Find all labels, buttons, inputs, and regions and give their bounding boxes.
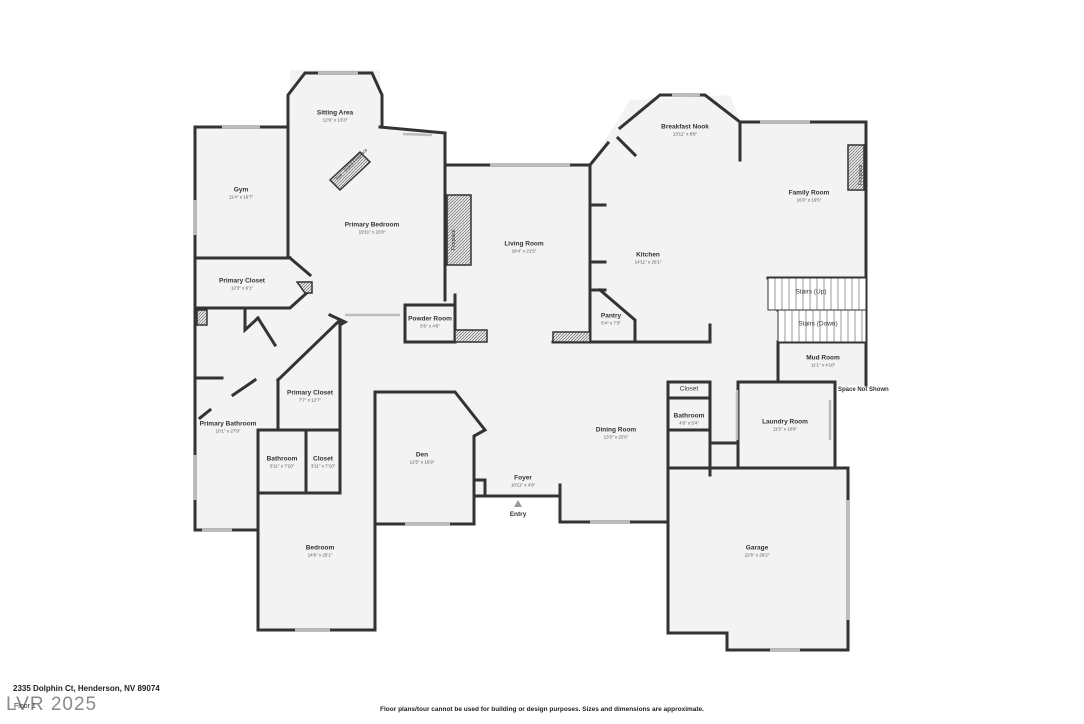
room-dims: 13'3" x 22'6" xyxy=(603,434,629,440)
room-laundry-room: Laundry Room 11'5" x 10'9" xyxy=(762,419,808,432)
room-pantry: Pantry 5'4" x 7'3" xyxy=(601,313,621,326)
room-name: Breakfast Nook xyxy=(661,123,709,131)
room-breakfast-nook: Breakfast Nook 13'11" x 8'6" xyxy=(661,124,709,137)
room-dims: 13'11" x 8'6" xyxy=(672,131,698,137)
room-primary-closet-1: Primary Closet 12'3" x 6'1" xyxy=(219,278,265,291)
stairs-up-label: Stairs (Up) xyxy=(795,289,826,296)
fireplace-living xyxy=(446,194,472,266)
room-name: Mud Room xyxy=(806,354,840,362)
room-dims: 14'6" x 25'1" xyxy=(307,552,333,558)
room-name: Bedroom xyxy=(305,544,335,552)
room-powder-room: Powder Room 5'6" x 4'6" xyxy=(408,316,452,329)
room-dims: 10'11" x 4'9" xyxy=(510,482,536,488)
room-name: Living Room xyxy=(504,240,544,248)
room-dims: 3'11" x 7'10" xyxy=(310,463,336,469)
room-dims: 11'5" x 10'9" xyxy=(772,426,798,432)
room-dims: 7'7" x 12'7" xyxy=(298,397,322,403)
room-family-room: Family Room 16'0" x 19'5" xyxy=(789,190,830,203)
room-dims: 5'6" x 4'6" xyxy=(420,323,440,329)
room-name: Bathroom xyxy=(266,455,298,463)
room-dims: 12'5" x 16'9" xyxy=(409,459,435,465)
room-dims: 18'4" x 21'5" xyxy=(511,248,537,254)
fireplace-living-label: Fireplace xyxy=(451,229,457,250)
room-name: Sitting Area xyxy=(316,109,354,117)
room-name: Primary Bathroom xyxy=(199,420,257,428)
room-foyer: Foyer 10'11" x 4'9" xyxy=(511,475,535,488)
room-name: Closet xyxy=(313,455,333,463)
two-sided-fireplace xyxy=(328,150,372,192)
closet-small-label: Closet xyxy=(680,386,698,393)
room-name: Foyer xyxy=(514,474,532,482)
floor-fill xyxy=(195,70,866,650)
closet-small-text: Closet xyxy=(679,385,699,393)
windows xyxy=(193,71,850,652)
disclaimer: Floor plans/tour cannot be used for buil… xyxy=(380,706,704,713)
room-name: Primary Closet xyxy=(219,277,265,285)
room-name: Dining Room xyxy=(595,426,637,434)
room-name: Family Room xyxy=(788,189,830,197)
floor-label: Floor 1 xyxy=(14,703,36,710)
stairs-down-text: Stairs (Down) xyxy=(798,320,838,328)
room-dims: 19'11" x 22'8" xyxy=(358,229,386,235)
room-dims: 22'6" x 26'2" xyxy=(744,552,770,558)
entry-label: Entry xyxy=(509,511,527,518)
room-name: Primary Closet xyxy=(287,389,333,397)
brand-watermark: LVR 2025 xyxy=(6,694,98,715)
room-dims: 4'9" x 5'4" xyxy=(679,420,699,426)
room-primary-bedroom: Primary Bedroom 19'11" x 22'8" xyxy=(345,222,400,235)
room-name: Gym xyxy=(233,186,249,194)
room-dims: 14'11" x 26'1" xyxy=(634,259,662,265)
hatched-fixtures xyxy=(196,144,865,343)
room-mud-room: Mud Room 11'1" x 4'10" xyxy=(806,355,840,368)
property-address: 2335 Dolphin Ct, Henderson, NV 89074 xyxy=(13,684,160,693)
room-name: Garage xyxy=(745,544,769,552)
room-living-room: Living Room 18'4" x 21'5" xyxy=(504,241,543,254)
fireplace-family xyxy=(847,144,865,191)
room-dims: 12'9" x 13'3" xyxy=(322,117,348,123)
room-name: Pantry xyxy=(600,312,622,320)
room-kitchen: Kitchen 14'11" x 26'1" xyxy=(635,252,662,265)
stairs-up-text: Stairs (Up) xyxy=(795,288,827,296)
fireplace-family-label: Fireplace xyxy=(858,164,864,185)
room-name: Powder Room xyxy=(408,315,452,323)
room-bathroom-left: Bathroom 5'11" x 7'10" xyxy=(267,456,298,469)
room-name: Den xyxy=(415,451,429,459)
room-den: Den 12'5" x 16'9" xyxy=(410,452,435,465)
room-name: Bathroom xyxy=(673,412,705,420)
room-dining-room: Dining Room 13'3" x 22'6" xyxy=(596,427,636,440)
room-bedroom: Bedroom 14'6" x 25'1" xyxy=(306,545,335,558)
space-not-shown-label: Space Not Shown xyxy=(838,387,889,393)
room-dims: 5'4" x 7'3" xyxy=(601,320,621,326)
room-bathroom-right: Bathroom 4'9" x 5'4" xyxy=(674,413,705,426)
room-dims: 12'3" x 6'1" xyxy=(230,285,254,291)
room-sitting-area: Sitting Area 12'9" x 13'3" xyxy=(317,110,353,123)
room-primary-closet-2: Primary Closet 7'7" x 12'7" xyxy=(287,390,333,403)
room-dims: 10'1" x 27'9" xyxy=(215,428,241,434)
room-dims: 11'1" x 4'10" xyxy=(810,362,836,368)
room-gym: Gym 11'4" x 16'7" xyxy=(229,187,253,200)
room-name: Primary Bedroom xyxy=(344,221,400,229)
stairs-down-label: Stairs (Down) xyxy=(798,321,837,328)
room-name: Laundry Room xyxy=(762,418,808,426)
entry-arrow-icon xyxy=(514,500,522,507)
room-name: Kitchen xyxy=(636,251,660,259)
room-closet-left: Closet 3'11" x 7'10" xyxy=(311,456,335,469)
room-garage: Garage 22'6" x 26'2" xyxy=(745,545,770,558)
room-dims: 16'0" x 19'5" xyxy=(796,197,822,203)
room-dims: 5'11" x 7'10" xyxy=(269,463,295,469)
room-primary-bathroom: Primary Bathroom 10'1" x 27'9" xyxy=(200,421,257,434)
room-dims: 11'4" x 16'7" xyxy=(228,194,254,200)
